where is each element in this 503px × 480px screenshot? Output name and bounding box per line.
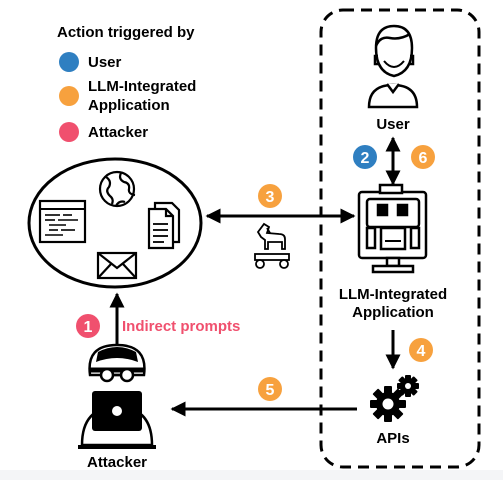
legend-attacker-dot <box>59 122 79 142</box>
legend-app-dot <box>59 86 79 106</box>
user-icon <box>367 24 419 109</box>
step-6-badge <box>411 145 435 169</box>
step-4-badge <box>409 338 433 362</box>
app-label-line2: Application <box>352 304 434 321</box>
legend-app-label-line2: Application <box>88 97 170 114</box>
step-5-badge <box>258 377 282 401</box>
app-label-line1: LLM-Integrated <box>339 286 447 303</box>
robot-icon <box>357 183 428 274</box>
indirect-prompts-label: Indirect prompts <box>122 318 240 335</box>
step-4-number: 4 <box>417 343 426 360</box>
step-1-number: 1 <box>84 319 93 336</box>
step-3-number: 3 <box>266 189 275 206</box>
step-5-number: 5 <box>266 382 275 399</box>
trojan-horse-icon <box>254 222 290 269</box>
legend: Action triggered by User LLM-Integrated … <box>57 24 196 142</box>
legend-app-label-line1: LLM-Integrated <box>88 78 196 95</box>
code-window-icon <box>38 199 87 244</box>
attacker-label: Attacker <box>87 454 147 471</box>
document-icon <box>147 201 181 250</box>
legend-user-dot <box>59 52 79 72</box>
envelope-icon <box>96 251 138 280</box>
external-content-ellipse <box>27 157 203 289</box>
step-2-badge <box>353 145 377 169</box>
legend-attacker-label: Attacker <box>88 124 148 141</box>
apis-label: APIs <box>376 430 409 447</box>
bottom-strip <box>0 470 503 480</box>
user-label: User <box>376 116 410 133</box>
system-boundary <box>319 8 481 469</box>
hacker-icon <box>78 343 156 449</box>
globe-icon <box>98 170 136 208</box>
legend-user-label: User <box>88 54 122 71</box>
legend-title: Action triggered by <box>57 24 195 41</box>
step-1-badge <box>76 314 100 338</box>
step-2-number: 2 <box>361 150 370 167</box>
step-3-badge <box>258 184 282 208</box>
step-6-number: 6 <box>419 150 428 167</box>
gears-icon <box>370 375 419 422</box>
